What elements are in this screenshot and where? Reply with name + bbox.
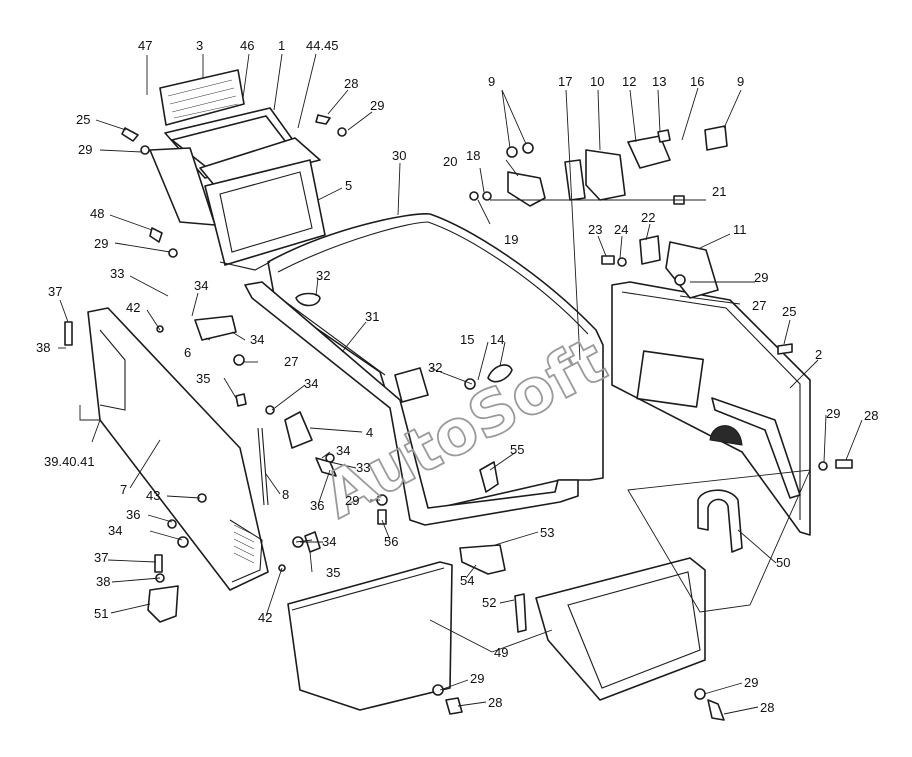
front-lower-panel-part (287, 561, 453, 711)
callout-42: 42 (126, 300, 140, 315)
callout-12: 12 (622, 74, 636, 89)
callout-36: 36 (310, 498, 324, 513)
latch-plate-part (147, 544, 527, 633)
callout-22: 22 (641, 210, 655, 225)
floor-plate-part (627, 469, 811, 613)
hardware-fasteners (64, 114, 853, 721)
callout-42: 42 (258, 610, 272, 625)
callout-29: 29 (94, 236, 108, 251)
right-lower-panel-part (535, 557, 706, 701)
callout-56: 56 (384, 534, 398, 549)
callout-51: 51 (94, 606, 108, 621)
callout-48: 48 (90, 206, 104, 221)
hood-cover-part (267, 213, 604, 513)
callout-29: 29 (470, 671, 484, 686)
callout-33: 33 (356, 460, 370, 475)
callout-15: 15 (460, 332, 474, 347)
hinge-arms-part (194, 315, 429, 506)
callout-35: 35 (196, 371, 210, 386)
callout-21: 21 (712, 184, 726, 199)
callout-8: 8 (282, 487, 289, 502)
callout-32: 32 (428, 360, 442, 375)
callout-37: 37 (94, 550, 108, 565)
callout-18: 18 (466, 148, 480, 163)
callout-39-40-41: 39.40.41 (44, 454, 95, 469)
callout-24: 24 (614, 222, 628, 237)
callout-49: 49 (494, 645, 508, 660)
callout-25: 25 (782, 304, 796, 319)
callout-7: 7 (120, 482, 127, 497)
callout-5: 5 (345, 178, 352, 193)
hinge-brackets-part (507, 135, 719, 299)
callout-31: 31 (365, 309, 379, 324)
callout-28: 28 (488, 695, 502, 710)
callout-38: 38 (96, 574, 110, 589)
instrument-panel-assembly (149, 69, 326, 271)
callout-9: 9 (488, 74, 495, 89)
callout-38: 38 (36, 340, 50, 355)
callout-19: 19 (504, 232, 518, 247)
callout-55: 55 (510, 442, 524, 457)
callout-34: 34 (304, 376, 318, 391)
callout-34: 34 (250, 332, 264, 347)
callout-37: 37 (48, 284, 62, 299)
callout-2: 2 (815, 347, 822, 362)
callout-25: 25 (76, 112, 90, 127)
callout-29: 29 (78, 142, 92, 157)
callout-34: 34 (322, 534, 336, 549)
callout-13: 13 (652, 74, 666, 89)
callout-28: 28 (864, 408, 878, 423)
callout-29: 29 (370, 98, 384, 113)
callout-29: 29 (744, 675, 758, 690)
callout-10: 10 (590, 74, 604, 89)
frame-rail-part (244, 281, 579, 526)
callout-29: 29 (345, 493, 359, 508)
callout-36: 36 (126, 507, 140, 522)
callout-50: 50 (776, 555, 790, 570)
callout-11: 11 (733, 222, 747, 237)
callout-14: 14 (490, 332, 504, 347)
u-bracket-part (697, 489, 743, 553)
callout-53: 53 (540, 525, 554, 540)
callout-33: 33 (110, 266, 124, 281)
callout-17: 17 (558, 74, 572, 89)
callout-54: 54 (460, 573, 474, 588)
callout-44-45: 44.45 (306, 38, 339, 53)
callout-28: 28 (344, 76, 358, 91)
callout-34: 34 (108, 523, 122, 538)
callout-32: 32 (316, 268, 330, 283)
left-side-panel-part (87, 307, 269, 591)
callout-16: 16 (690, 74, 704, 89)
callout-30: 30 (392, 148, 406, 163)
callout-52: 52 (482, 595, 496, 610)
callout-46: 46 (240, 38, 254, 53)
callout-35: 35 (326, 565, 340, 580)
callout-47: 47 (138, 38, 152, 53)
callout-3: 3 (196, 38, 203, 53)
callout-20: 20 (443, 154, 457, 169)
callout-9: 9 (737, 74, 744, 89)
callout-4: 4 (366, 425, 373, 440)
callout-27: 27 (752, 298, 766, 313)
callout-34: 34 (194, 278, 208, 293)
leader-lines (58, 53, 863, 715)
callout-28: 28 (760, 700, 774, 715)
right-side-panel-part (611, 281, 811, 536)
callout-1: 1 (278, 38, 285, 53)
callout-23: 23 (588, 222, 602, 237)
callout-27: 27 (284, 354, 298, 369)
callout-29: 29 (754, 270, 768, 285)
callout-34: 34 (336, 443, 350, 458)
callout-43: 43 (146, 488, 160, 503)
callout-6: 6 (184, 345, 191, 360)
callout-labels: 47 3 46 1 44.45 28 29 25 29 30 5 48 29 9… (36, 38, 878, 715)
callout-29: 29 (826, 406, 840, 421)
